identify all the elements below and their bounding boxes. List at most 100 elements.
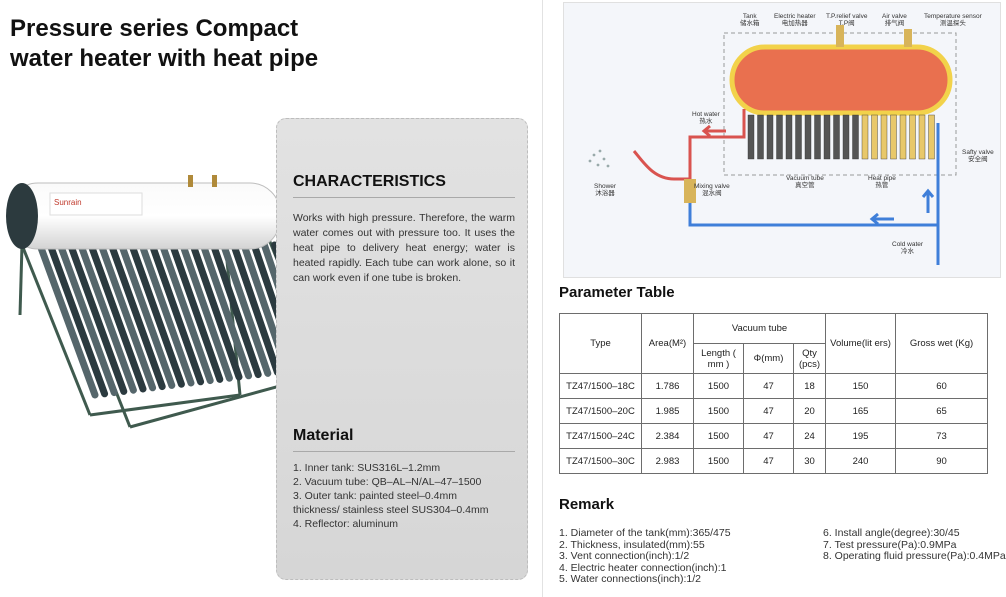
header-qty: Qty (pcs) [793,343,826,374]
vacuum-tube [169,241,224,383]
diagram-tube [899,114,907,160]
diagram-tube [747,114,755,160]
page-title: Pressure series Compact water heater wit… [10,15,319,72]
vacuum-tube [209,241,262,379]
diagram-tube [890,114,897,160]
column-divider [542,0,543,597]
vacuum-tube [67,241,128,395]
diagram-tube [852,114,859,160]
list-item: 4. Reflector: aluminum [293,518,399,530]
list-item: 5. Water connections(inch):1/2 [559,573,702,585]
vacuum-tube [230,241,281,376]
list-item: 7. Test pressure(Pa):0.9MPa [823,538,957,551]
parameter-table-title: Parameter Table [559,284,675,301]
remark-list-right: 6. Install angle(degree):30/45 7. Test p… [823,527,1006,563]
diagram-tube [766,114,774,160]
diagram-tube [804,114,812,160]
diagram-tube [814,114,821,160]
list-item: 4. Electric heater connection(inch):1 [559,561,727,574]
diagram-tube [757,114,764,160]
water-tank [6,175,281,250]
vacuum-tube [87,241,147,393]
header-volume: Volume(lit ers) [825,313,896,374]
diagram-drawing [588,25,957,265]
list-item: 2. Vacuum tube: QB–AL–N/AL–47–1500 [293,476,482,488]
vacuum-tube [220,241,272,377]
relief-valve-shape [836,25,844,47]
hot-water-pipe [632,109,746,181]
list-item: 6. Install angle(degree):30/45 [823,527,960,539]
vacuum-tube [179,241,233,382]
diagram-tube [918,114,926,160]
diagram-tube [928,114,935,160]
vacuum-tube [158,241,214,385]
air-valve-shape [904,29,912,47]
list-item: thickness/ stainless steel SUS304–0.4mm [293,504,489,516]
vacuum-tube [46,241,109,398]
characteristics-panel: CHARACTERISTICS Works with high pressure… [276,118,528,580]
diagram-tube [795,114,802,160]
header-diameter: Φ(mm) [743,343,794,374]
header-vacuum-tube: Vacuum tube [693,313,826,344]
list-item: 3. Vent connection(inch):1/2 [559,550,690,562]
header-gross-wet: Gross wet (Kg) [895,313,988,374]
header-area: Area(M²) [641,313,694,374]
material-heading: Material [293,427,354,444]
list-item: 1. Inner tank: SUS316L–1.2mm [293,462,441,474]
vacuum-tube [107,241,166,391]
cold-water-arrow [869,212,894,226]
vacuum-tube [138,241,195,387]
hot-water-arrow [701,124,726,138]
divider [293,197,515,198]
diagram-tube [909,114,916,160]
list-item: 2. Thickness, insulated(mm):55 [559,538,705,551]
header-length: Length ( mm ) [693,343,744,374]
diagram-tube [776,114,783,160]
cold-water-pipe [688,123,940,265]
up-arrow [921,188,935,213]
diagram-tube [785,114,793,160]
diagram-tube [842,114,850,160]
parameter-table: Type Area(M²) Vacuum tube Volume(lit ers… [559,313,988,474]
divider [293,451,515,452]
diagram-tube [880,114,888,160]
left-section: Pressure series Compact water heater wit… [6,15,528,580]
vacuum-tube [118,241,176,389]
characteristics-heading: CHARACTERISTICS [293,173,446,190]
vacuum-tube [77,241,137,394]
product-image: Sunrain [6,175,322,429]
remark-title: Remark [559,496,615,513]
vacuum-tubes [36,241,320,399]
vacuum-tube [128,241,185,388]
vacuum-tube [56,241,118,397]
brand-logo: Sunrain [54,198,82,207]
mixing-valve-shape [684,179,696,203]
diagram-tube [823,114,831,160]
list-item: 8. Operating fluid pressure(Pa):0.4MPa [823,550,1006,562]
characteristics-text: Works with high pressure. Therefore, the… [293,212,515,284]
tank-shape [729,44,953,116]
diagram-tube [861,114,869,160]
shower-icon [588,149,610,168]
diagram-tube [871,114,878,160]
vacuum-tube [148,241,205,386]
vacuum-tube [36,241,99,399]
remark-list-left: 1. Diameter of the tank(mm):365/475 2. T… [559,527,731,586]
diagram-tubes [747,114,935,160]
